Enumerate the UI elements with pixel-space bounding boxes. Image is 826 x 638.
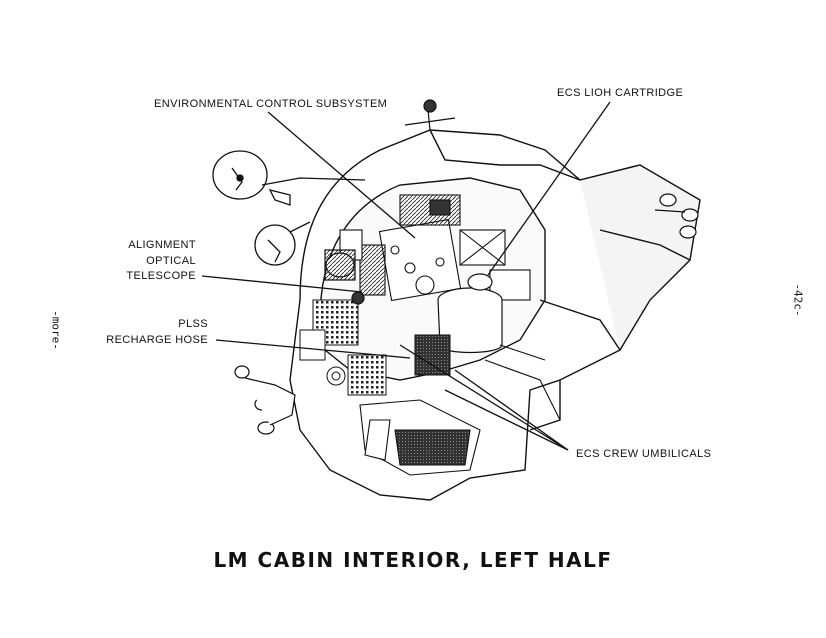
telescope-label-line3: TELESCOPE xyxy=(126,270,196,282)
right-rcs-thrusters xyxy=(654,193,699,239)
left-rcs-thrusters xyxy=(234,365,296,435)
lioh-cartridge-label: ECS LIOH CARTRIDGE xyxy=(557,87,684,99)
plss-label-line2: RECHARGE HOSE xyxy=(106,334,208,346)
telescope-label-line1: ALIGNMENT xyxy=(128,239,196,251)
plss-label-line1: PLSS xyxy=(178,318,208,330)
telescope-label-line2: OPTICAL xyxy=(146,255,196,267)
left-margin-note: -more- xyxy=(49,310,63,350)
ecs-equipment xyxy=(339,194,531,302)
lioh-cartridge-canister xyxy=(437,273,503,354)
control-panels xyxy=(299,299,451,396)
crew-umbilicals-label: ECS CREW UMBILICALS xyxy=(576,448,712,460)
leader-lines xyxy=(201,101,611,451)
steerable-antenna xyxy=(212,150,366,266)
alignment-telescope-body xyxy=(324,249,365,305)
figure-title: LM CABIN INTERIOR, LEFT HALF xyxy=(213,548,613,572)
cabin-floor xyxy=(359,344,561,476)
ecs-subsystem-label: ENVIRONMENTAL CONTROL SUBSYSTEM xyxy=(154,98,388,110)
right-margin-note: -42c- xyxy=(791,283,805,317)
